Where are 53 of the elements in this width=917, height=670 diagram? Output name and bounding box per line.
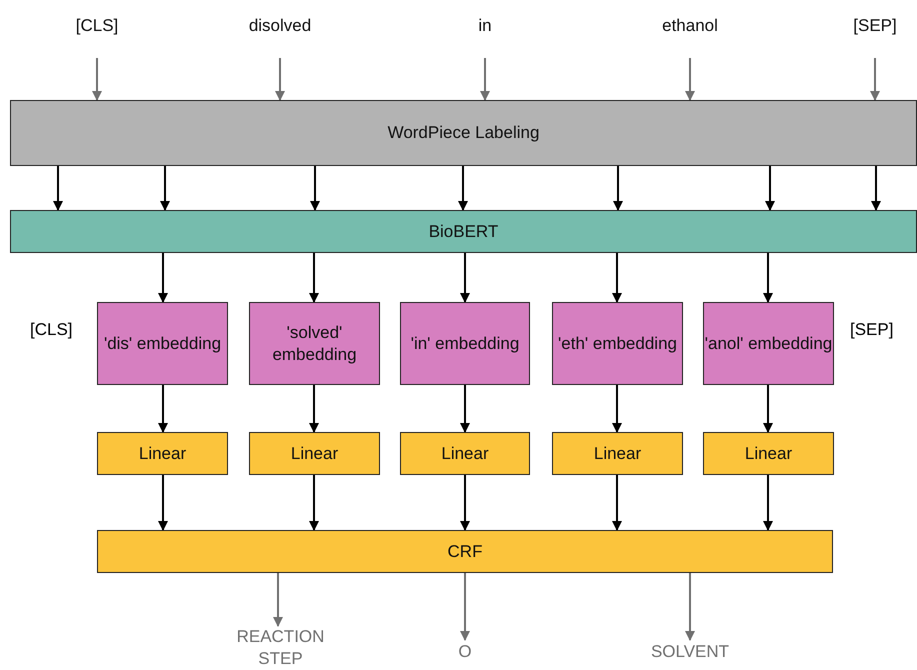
arrow [460, 475, 470, 531]
arrow [309, 253, 319, 303]
arrow [460, 253, 470, 303]
arrow [613, 166, 623, 211]
output-label: O [445, 640, 485, 664]
arrow [612, 253, 622, 303]
arrow [158, 385, 168, 433]
arrow [763, 385, 773, 433]
arrow [685, 58, 695, 101]
arrow [871, 166, 881, 211]
arrow [309, 385, 319, 433]
process-box: BioBERT [10, 210, 917, 253]
token-text: [CLS] [67, 12, 127, 40]
token-text: [CLS] [30, 320, 73, 340]
token-text: disolved [240, 12, 320, 40]
arrow [53, 166, 63, 211]
arrow [310, 166, 320, 211]
process-box: 'dis' embedding [97, 302, 228, 385]
process-box: Linear [703, 432, 834, 475]
process-box: CRF [97, 530, 833, 573]
process-box: WordPiece Labeling [10, 100, 917, 166]
arrow [763, 475, 773, 531]
arrow [765, 166, 775, 211]
process-box: Linear [97, 432, 228, 475]
arrow [92, 58, 102, 101]
arrow [158, 475, 168, 531]
process-box: 'in' embedding [400, 302, 530, 385]
arrow [273, 573, 283, 627]
arrow [460, 385, 470, 433]
process-box: Linear [552, 432, 683, 475]
process-box: Linear [249, 432, 380, 475]
process-box: 'solved' embedding [249, 302, 380, 385]
arrow [763, 253, 773, 303]
output-label: SOLVENT [630, 640, 750, 664]
arrow [458, 166, 468, 211]
arrow [480, 58, 490, 101]
output-label: REACTION STEP [218, 626, 343, 670]
token-text: [SEP] [850, 320, 894, 340]
arrow [275, 58, 285, 101]
arrow [612, 475, 622, 531]
token-text: [SEP] [845, 12, 905, 40]
arrow [158, 253, 168, 303]
process-box: 'anol' embedding [703, 302, 834, 385]
arrow [685, 573, 695, 641]
process-box: 'eth' embedding [552, 302, 683, 385]
arrow [460, 573, 470, 641]
arrow [612, 385, 622, 433]
arrow [870, 58, 880, 101]
token-text: in [465, 12, 505, 40]
process-box: Linear [400, 432, 530, 475]
token-text: ethanol [650, 12, 730, 40]
arrow [309, 475, 319, 531]
arrow [160, 166, 170, 211]
